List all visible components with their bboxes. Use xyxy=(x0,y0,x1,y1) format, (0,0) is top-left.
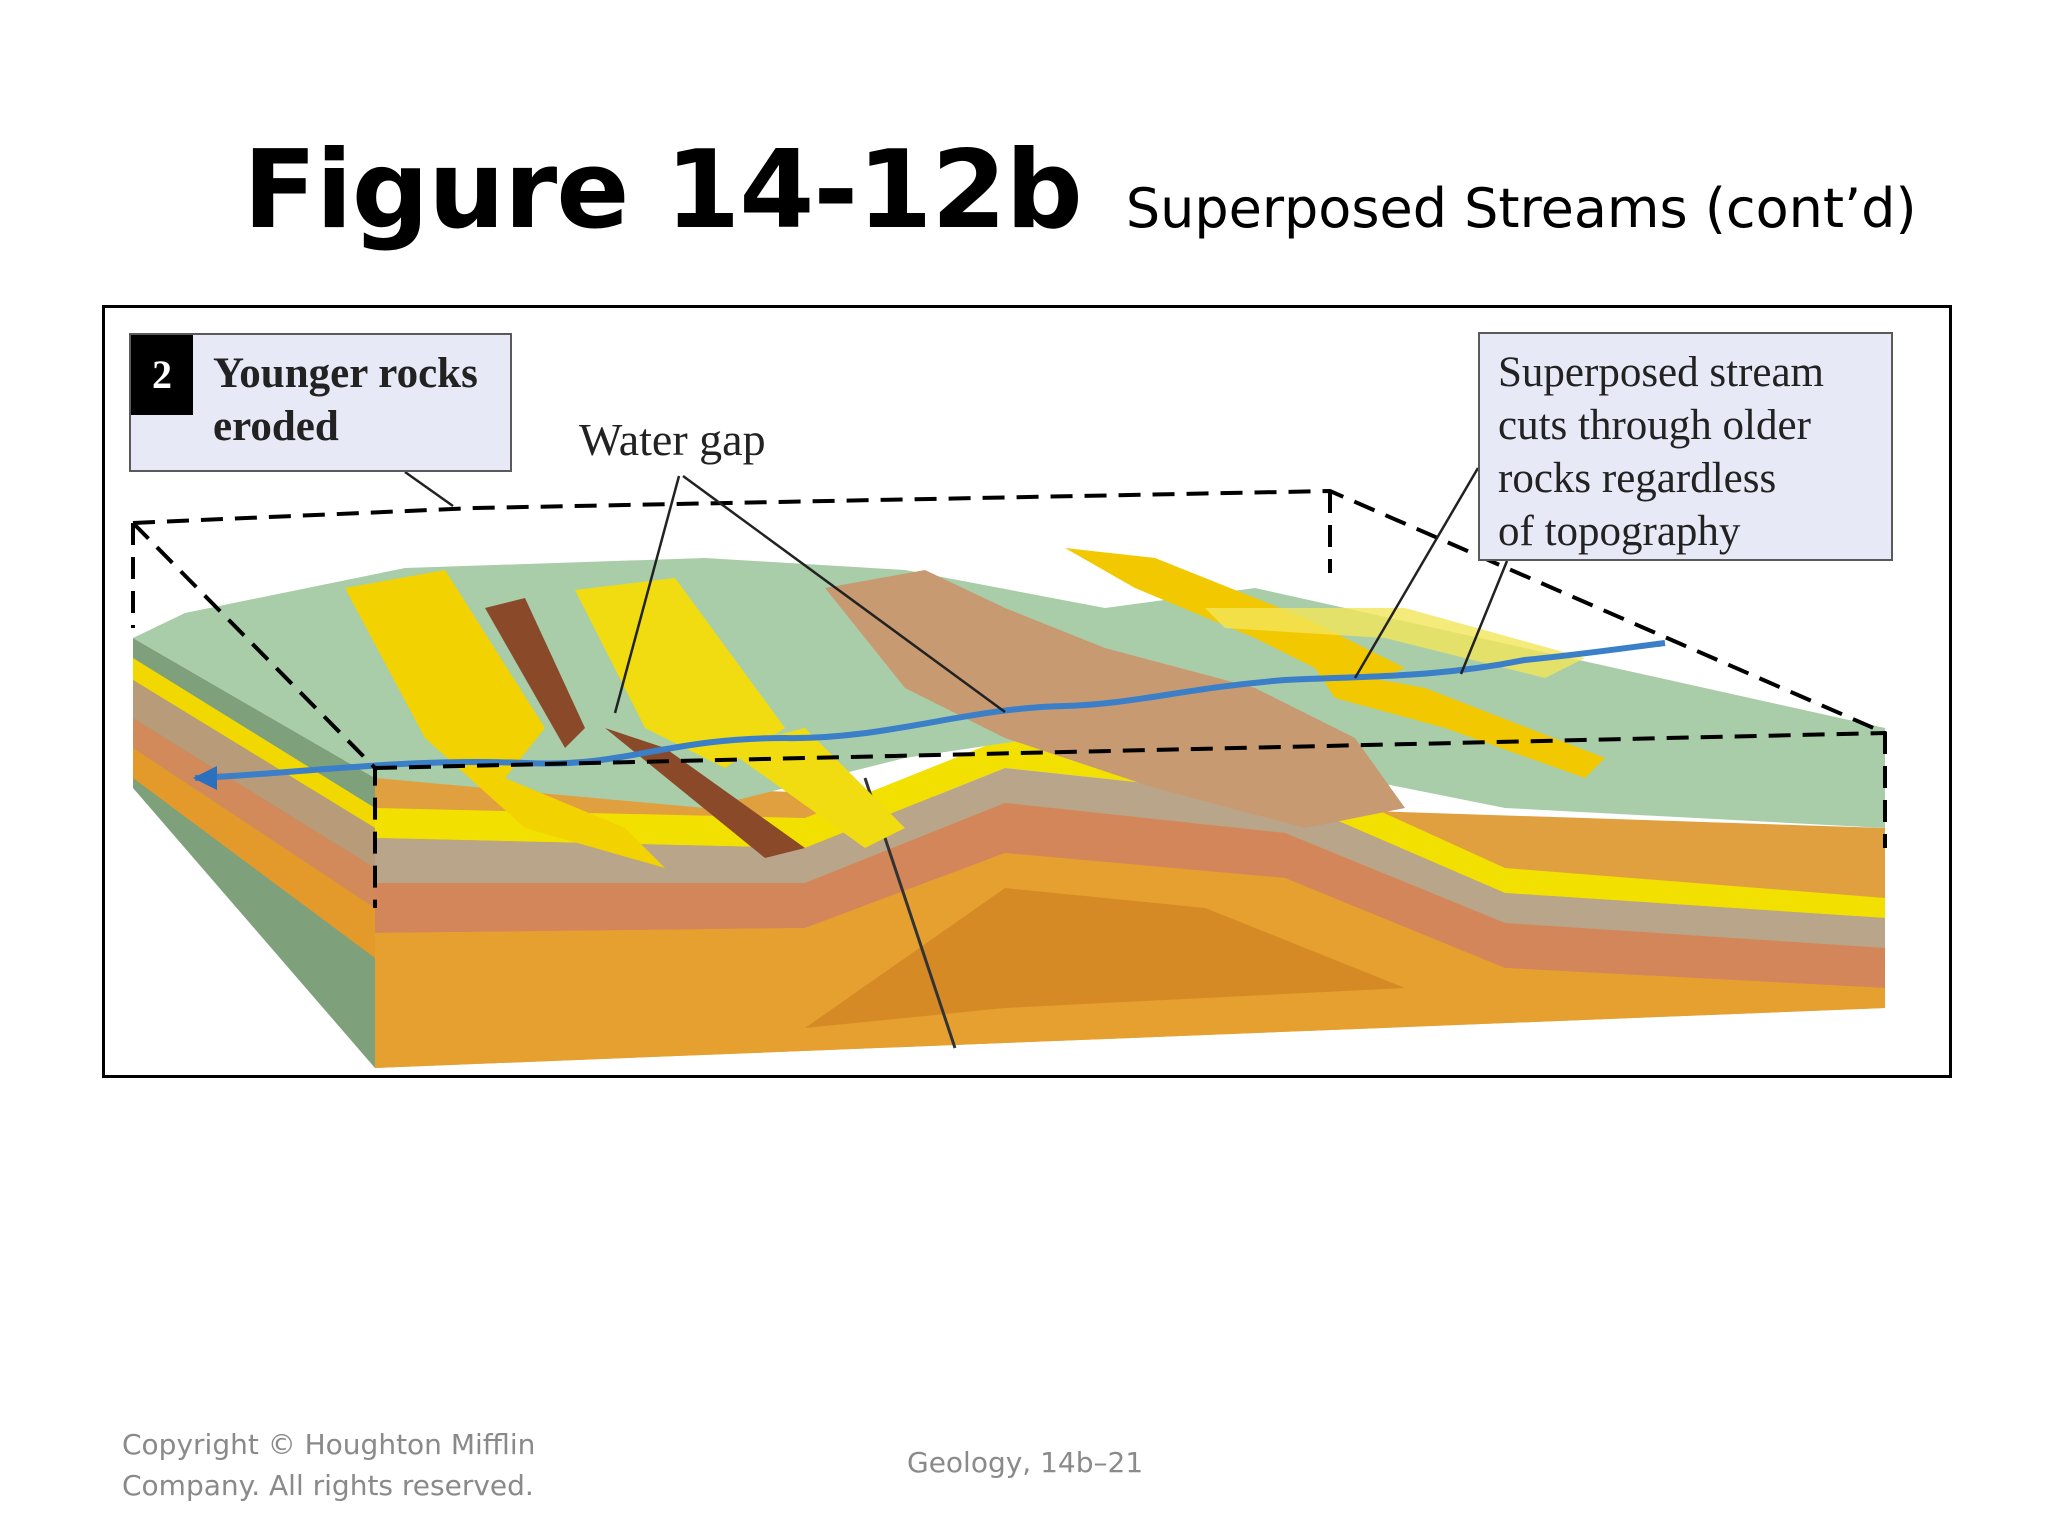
step-label-line: Younger rocks xyxy=(213,350,478,397)
figure-title: Figure 14-12b xyxy=(243,128,1083,253)
eroded-rock-outline xyxy=(131,488,1887,908)
copyright-line: Copyright © Houghton Mifflin xyxy=(122,1428,536,1461)
copyright-notice: Copyright © Houghton Mifflin Company. Al… xyxy=(122,1424,582,1506)
callout-text: Superposed stream cuts through older roc… xyxy=(1498,346,1824,558)
leader-lines xyxy=(404,467,1509,714)
callout-line: Superposed stream xyxy=(1498,349,1825,396)
river-flow-arrow xyxy=(193,766,217,790)
superposed-stream-callout: Superposed stream cuts through older roc… xyxy=(1478,332,1893,561)
step-2-callout: 2 Younger rocks eroded xyxy=(129,333,512,472)
step-number-badge: 2 xyxy=(131,335,193,415)
callout-line: of topography xyxy=(1498,508,1741,555)
callout-line: cuts through older xyxy=(1498,402,1811,449)
slide-reference: Geology, 14b–21 xyxy=(907,1446,1144,1479)
figure-subtitle: Superposed Streams (cont’d) xyxy=(1125,177,1917,240)
superposed-stream-block-diagram xyxy=(131,467,1887,1068)
step-label: Younger rocks eroded xyxy=(213,347,478,453)
copyright-line: Company. All rights reserved. xyxy=(122,1469,534,1502)
slide-title-row: Figure 14-12b Superposed Streams (cont’d) xyxy=(243,128,1917,253)
block-diagram-figure: 2 Younger rocks eroded Water gap Superpo… xyxy=(102,305,1952,1078)
water-gap-label: Water gap xyxy=(579,414,766,465)
river xyxy=(194,640,1666,781)
step-label-line: eroded xyxy=(213,403,339,450)
callout-line: rocks regardless xyxy=(1498,455,1777,502)
front-face-strata xyxy=(133,638,1885,1068)
